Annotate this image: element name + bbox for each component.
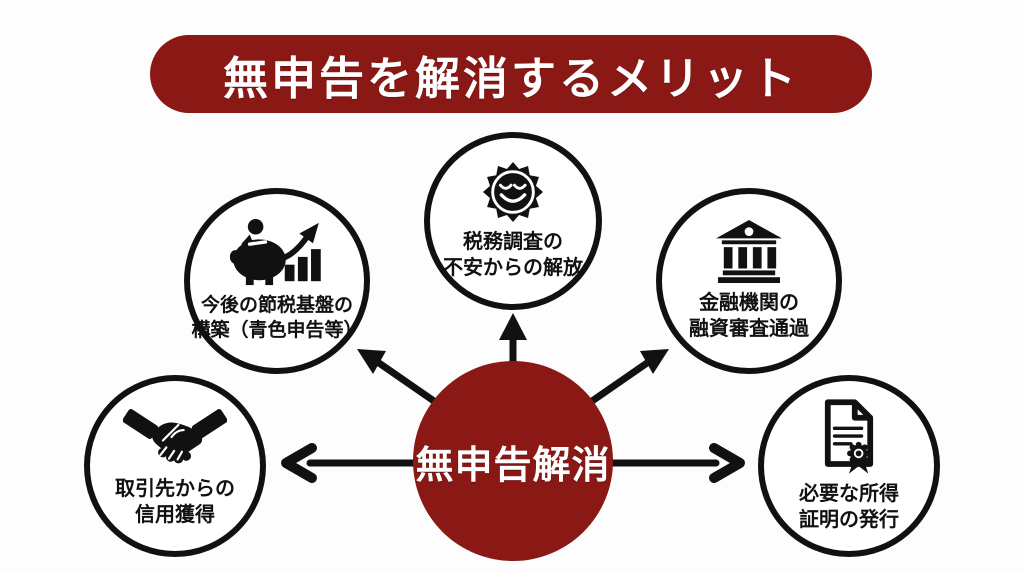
handshake-icon [123, 409, 227, 464]
page-title: 無申告を解消するメリット [222, 52, 799, 104]
node-tax-saving-base: 今後の節税基盤の 構築（青色申告等） [184, 188, 370, 374]
node-label: 取引先からの 信用獲得 [115, 478, 235, 526]
node-label: 金融機関の 融資審査通過 [689, 292, 809, 340]
smiling-sun-icon [482, 161, 544, 223]
node-label: 必要な所得 証明の発行 [799, 483, 899, 531]
title-banner: 無申告を解消するメリット [150, 35, 872, 113]
piggy-bank-growth-icon [230, 219, 321, 286]
node-client-trust: 取引先からの 信用獲得 [84, 375, 266, 557]
bank-building-icon [716, 220, 782, 284]
node-label: 今後の節税基盤の 構築（青色申告等） [191, 295, 363, 341]
node-tax-audit-relief: 税務調査の 不安からの解放 [424, 132, 602, 310]
center-node-resolve-nonfiling: 無申告解消 [413, 361, 613, 561]
node-bank-loan-approval: 金融機関の 融資審査通過 [656, 188, 842, 374]
node-income-proof: 必要な所得 証明の発行 [758, 375, 940, 557]
node-label: 税務調査の 不安からの解放 [443, 231, 583, 279]
certificate-icon [824, 399, 874, 474]
center-node-label: 無申告解消 [415, 444, 611, 487]
